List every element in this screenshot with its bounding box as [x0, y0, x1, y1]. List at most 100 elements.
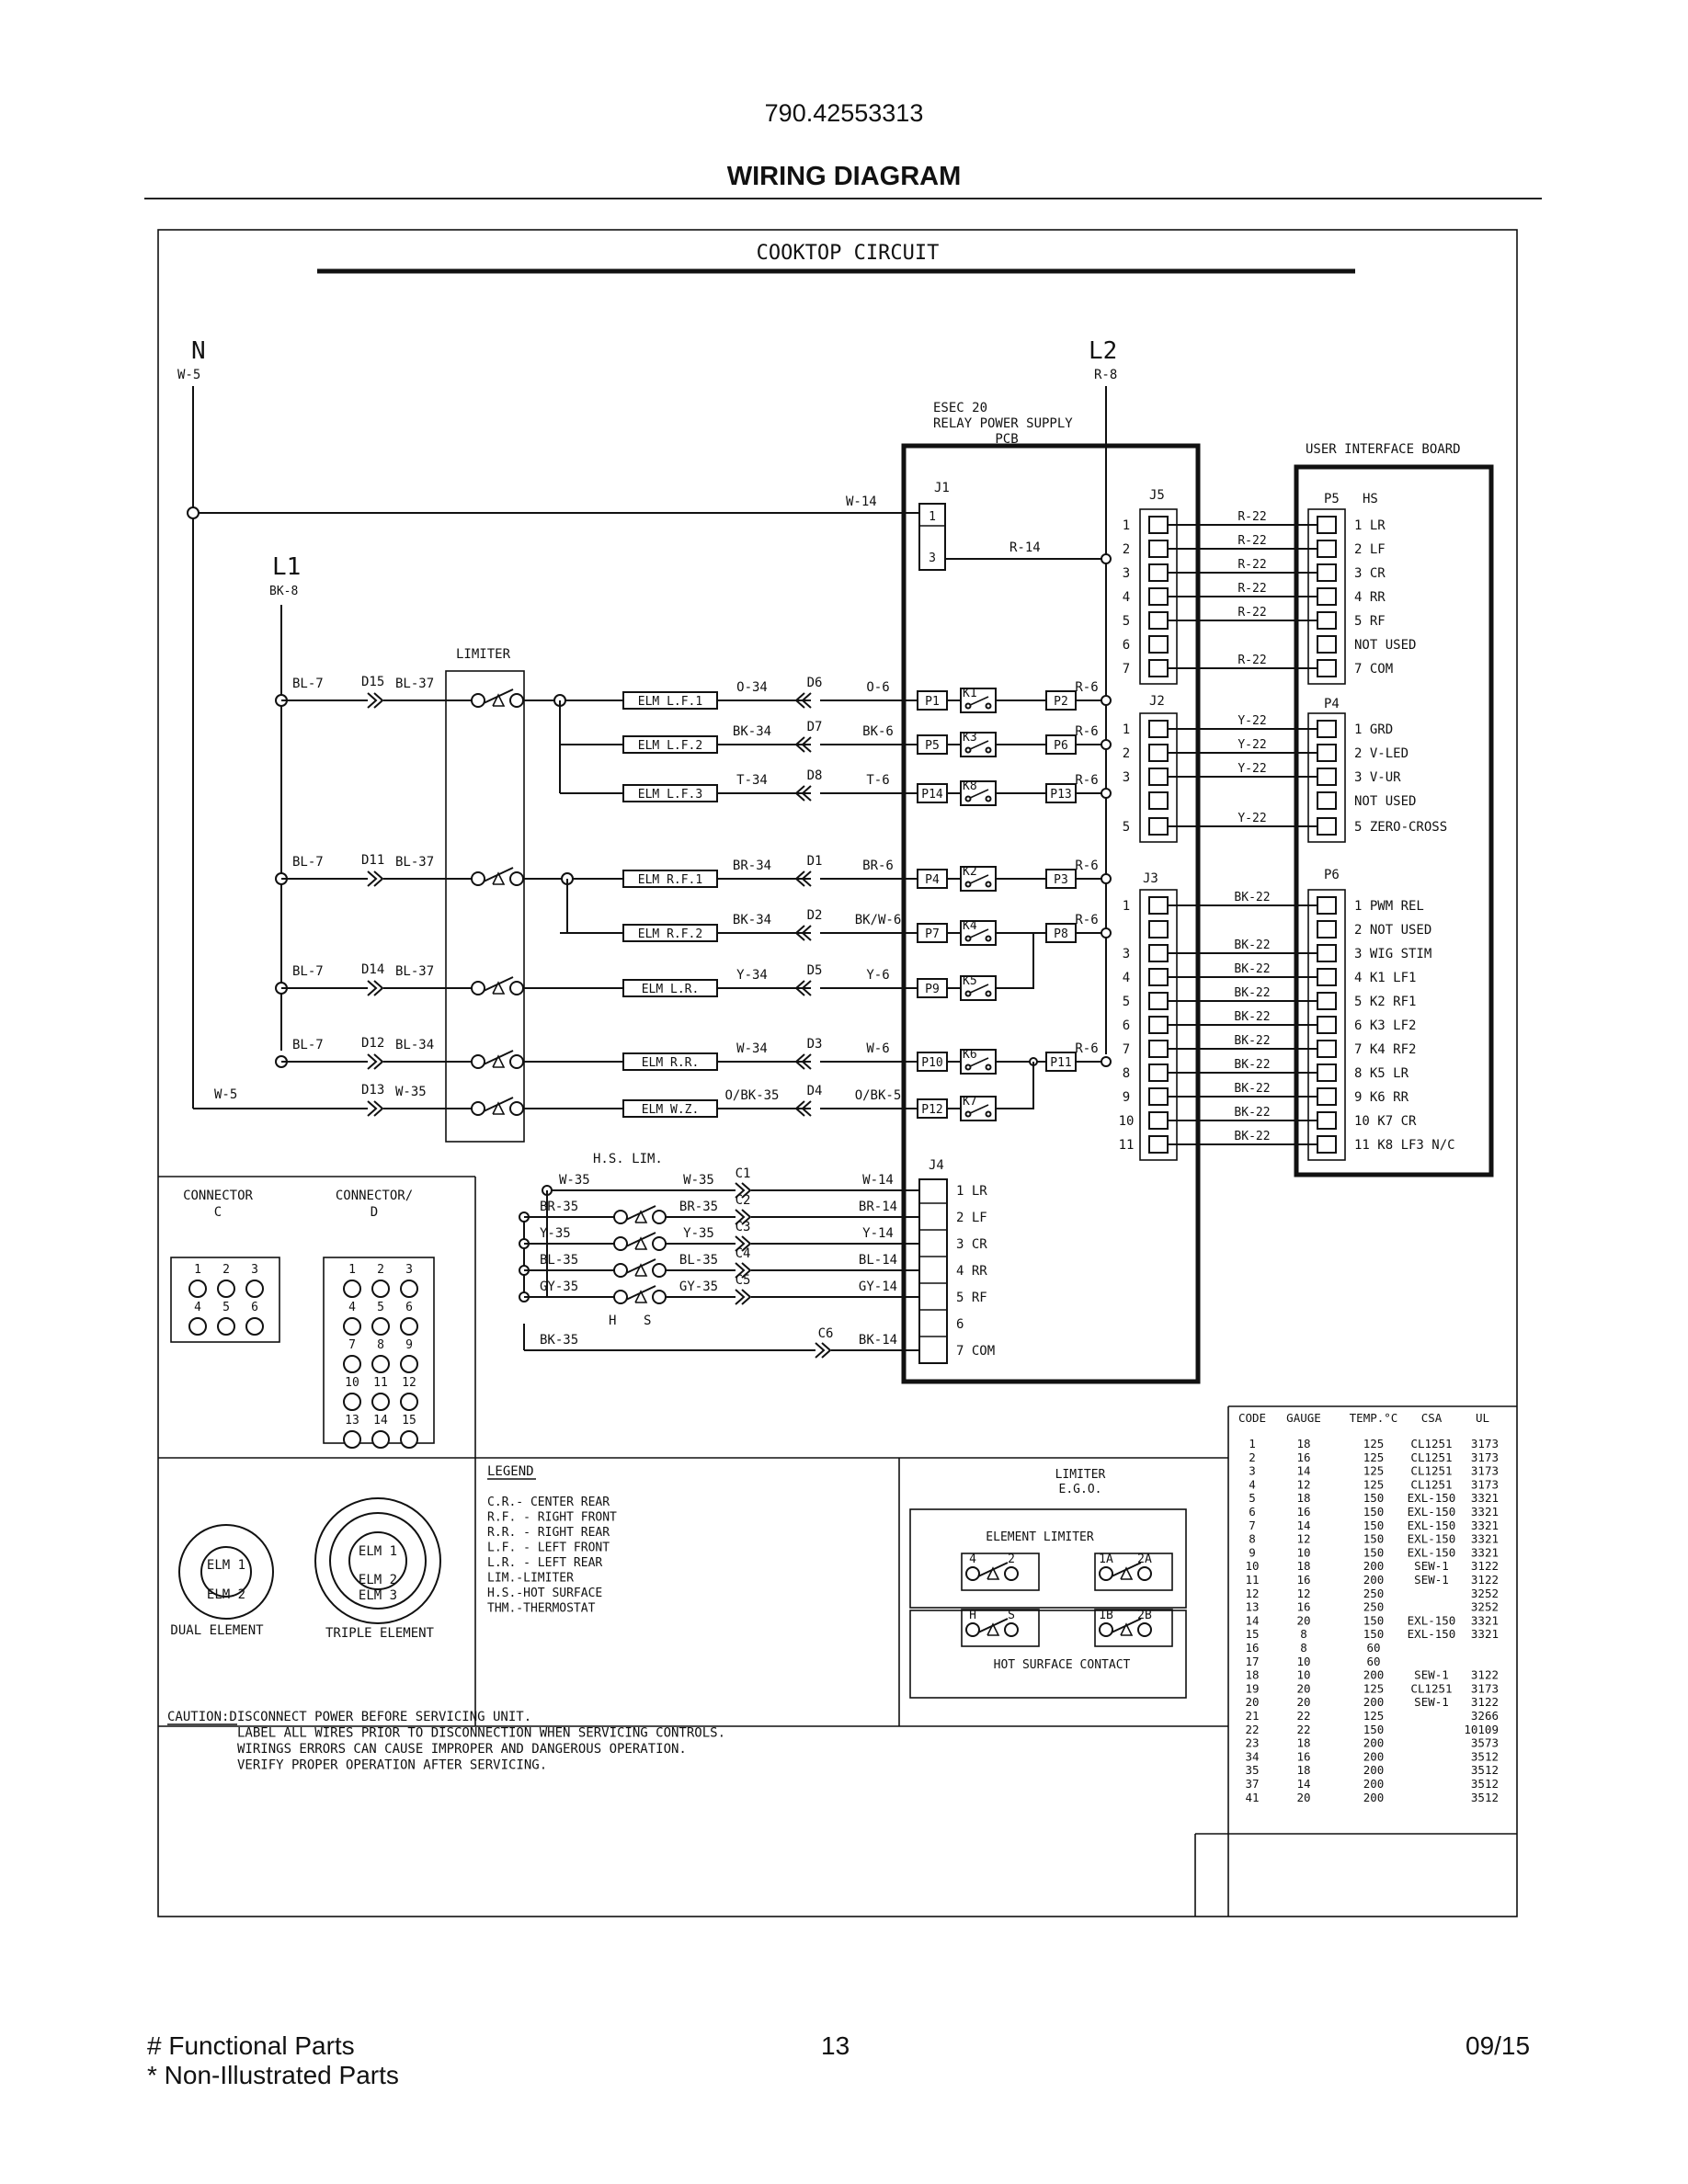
wire-table-cell: 16 [1245, 1641, 1259, 1655]
relay-pin [964, 990, 972, 997]
relay-pin [985, 990, 992, 997]
chevron-stroke [801, 785, 812, 802]
hs-output-label: BK-14 [859, 1333, 897, 1348]
wire-table-cell: 14 [1245, 1613, 1259, 1627]
wire-table-header: GAUGE [1286, 1411, 1321, 1425]
hs-switch [613, 1258, 667, 1278]
relay-pin [964, 795, 972, 802]
switch-thermal [1120, 1566, 1134, 1580]
hs-h-label: H [609, 1314, 616, 1328]
j3-pin-number: 11 [1119, 1138, 1135, 1153]
wire-table-cell: 10 [1245, 1559, 1259, 1573]
hs-switch [613, 1285, 667, 1304]
wire-table-cell: 200 [1363, 1777, 1385, 1791]
wire-table-header: UL [1476, 1411, 1489, 1425]
hs-connector [735, 1209, 752, 1225]
j3-pin-number: 3 [1123, 947, 1130, 961]
board-wire-label: W-6 [866, 1041, 889, 1056]
hs-switch [613, 1205, 667, 1224]
hot-surface-box [909, 1610, 1187, 1699]
ego-switch [1099, 1562, 1152, 1581]
switch-contact [509, 1101, 524, 1116]
connector-d-pin-number: 8 [377, 1338, 384, 1352]
j5-ui-pin [1317, 516, 1337, 534]
switch-thermal [634, 1263, 648, 1277]
element-label: ELM R.R. [642, 1056, 700, 1070]
relay-label: K6 [963, 1048, 977, 1062]
connector-d-pin-hole [400, 1317, 418, 1336]
hs-wire-label: Y-35 [683, 1226, 714, 1241]
wire-table-cell: 12 [1296, 1477, 1310, 1491]
wire-table-cell: 20 [1296, 1791, 1310, 1804]
hs-wire-label: BL-35 [679, 1253, 718, 1268]
switch-contact [1004, 1566, 1019, 1581]
limiter-wire-label: BL-37 [395, 855, 434, 870]
connector-d-pin-hole [343, 1280, 361, 1298]
j5-ui-pin [1317, 611, 1337, 630]
j1-pin: 3 [929, 552, 936, 565]
j3-connector [1139, 889, 1178, 1161]
connector-label: D14 [361, 962, 384, 977]
limiter-switch [471, 688, 524, 708]
connector-d-pin-number: 15 [402, 1414, 416, 1428]
relay-input-label: P10 [921, 1056, 942, 1070]
relay-input-label: P1 [925, 695, 940, 709]
wire-table-cell: 200 [1363, 1668, 1385, 1682]
j5-pin-number: 3 [1123, 566, 1130, 581]
wire-table-cell: 3122 [1471, 1668, 1499, 1682]
wire-table-cell: 60 [1366, 1655, 1380, 1668]
connector-d-pin-number: 12 [402, 1376, 416, 1390]
thermostat-connector [367, 1053, 384, 1070]
wire-table-cell: CL1251 [1410, 1477, 1452, 1491]
wire-table-cell: 19 [1245, 1681, 1259, 1695]
wire-table-cell: SEW-1 [1414, 1559, 1449, 1573]
switch-thermal [634, 1210, 648, 1223]
connector-c-label: CONNECTOR [183, 1189, 253, 1203]
j3-ui-pin [1317, 992, 1337, 1010]
relay-contact [967, 874, 989, 885]
relay-common-wire [996, 942, 1034, 989]
hs-limiter-label: H.S. LIM. [593, 1152, 663, 1166]
j2-pin [1148, 720, 1169, 738]
j5-pin [1148, 587, 1169, 606]
ego-switch-pin-label: 1A [1099, 1553, 1113, 1566]
j4-pin-label: 2 LF [956, 1211, 987, 1225]
connector-d-pin-hole [343, 1355, 361, 1373]
l2-junction [1101, 553, 1112, 564]
j4-pin-label: 4 RR [956, 1264, 987, 1279]
j3-pin-number: 4 [1123, 971, 1130, 985]
j3-pin-number: 8 [1123, 1066, 1130, 1081]
wire-table-cell: 3 [1249, 1464, 1256, 1478]
wire-table-cell: CL1251 [1410, 1464, 1452, 1478]
switch-contact [509, 981, 524, 995]
relay-label: K7 [963, 1095, 977, 1109]
relay-label: K2 [963, 865, 977, 879]
board-connector-label: D8 [807, 768, 823, 783]
wire-table-cell: 10 [1296, 1545, 1310, 1559]
connector-c-pin-hole [245, 1317, 264, 1336]
board-connector [794, 785, 812, 802]
relay-contact [967, 740, 989, 751]
hs-output-label: GY-14 [859, 1280, 897, 1294]
j4-label: J4 [929, 1158, 944, 1173]
wire-table-cell: 200 [1363, 1736, 1385, 1750]
wire-table-cell: 22 [1296, 1723, 1310, 1736]
chevron-stroke [794, 870, 805, 887]
switch-thermal [987, 1566, 1000, 1580]
j3-pin [1148, 896, 1169, 915]
j2-pin-number: 2 [1123, 746, 1130, 761]
wire-table-cell: CL1251 [1410, 1450, 1452, 1464]
l2-wire-label: R-8 [1094, 368, 1117, 382]
ego-switch-pin-label: 4 [969, 1553, 976, 1566]
hs-connector-label: C6 [818, 1326, 834, 1341]
j3-ui-pin [1317, 1135, 1337, 1154]
relay-K7 [960, 1096, 997, 1121]
user-interface-board [1294, 464, 1494, 1177]
wire-table-cell: 16 [1296, 1573, 1310, 1587]
board-wire-label: BK/W-6 [855, 913, 902, 927]
chevron-stroke [373, 692, 384, 709]
chevron-stroke [373, 1100, 384, 1117]
j3-wire-label: BK-22 [1234, 938, 1270, 952]
j5-pin-number: 5 [1123, 614, 1130, 629]
